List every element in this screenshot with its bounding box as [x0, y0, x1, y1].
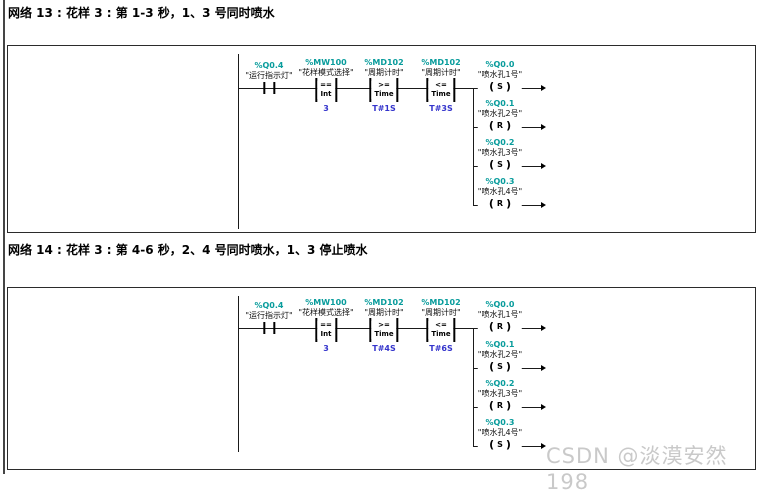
operand-address: %Q0.2	[485, 379, 515, 388]
operand-value: 3	[323, 104, 329, 113]
operand-address: %MD102	[421, 298, 461, 307]
operand-address: %Q0.1	[485, 99, 515, 108]
operand-value: 3	[323, 344, 329, 353]
pane-divider	[3, 0, 5, 474]
set-coil-symbol: (S)	[477, 80, 523, 93]
wire-end-arrow	[541, 365, 546, 371]
csdn-watermark: CSDN @淡漠安然198	[546, 444, 728, 494]
operand-value: T#3S	[429, 104, 453, 113]
coil-q0-1[interactable]: %Q0.1 "喷水孔2号" (S)	[477, 340, 523, 373]
operand-name: "喷水孔1号"	[477, 310, 523, 319]
operand-address: %Q0.1	[485, 340, 515, 349]
operand-name: "喷水孔2号"	[477, 350, 523, 359]
compare-symbol: == Int	[298, 78, 353, 102]
compare-symbol: >= Time	[364, 78, 403, 102]
compare-symbol: <= Time	[421, 318, 460, 342]
no-contact-symbol	[245, 81, 292, 94]
coil-q0-1[interactable]: %Q0.1 "喷水孔2号" (R)	[477, 99, 523, 132]
reset-coil-symbol: (R)	[477, 399, 523, 412]
branch-wire	[473, 88, 474, 206]
compare-eq-int[interactable]: %MW100 "花样模式选择" == Int 3	[298, 298, 353, 354]
operand-name: "喷水孔1号"	[477, 70, 523, 79]
operand-address: %MD102	[364, 298, 404, 307]
set-coil-symbol: (S)	[477, 158, 523, 171]
wire-end-arrow	[541, 85, 546, 91]
reset-coil-symbol: (R)	[477, 197, 523, 210]
compare-symbol: >= Time	[364, 318, 403, 342]
operand-value: T#1S	[372, 104, 396, 113]
operand-value: T#6S	[429, 344, 453, 353]
operand-name: "花样模式选择"	[298, 308, 354, 317]
operand-address: %Q0.3	[485, 418, 515, 427]
compare-eq-int[interactable]: %MW100 "花样模式选择" == Int 3	[298, 58, 353, 114]
operand-address: %MD102	[364, 58, 404, 67]
set-coil-symbol: (S)	[477, 360, 523, 373]
coil-q0-2[interactable]: %Q0.2 "喷水孔3号" (R)	[477, 379, 523, 412]
coil-q0-3[interactable]: %Q0.3 "喷水孔4号" (R)	[477, 177, 523, 210]
branch-wire	[473, 328, 474, 447]
operand-name: "喷水孔3号"	[477, 148, 523, 157]
operand-address: %Q0.0	[485, 60, 515, 69]
network-14-title[interactable]: 网络 14 : 花样 3 : 第 4-6 秒，2、4 号同时喷水，1、3 停止喷…	[8, 243, 368, 257]
network-13-title[interactable]: 网络 13 : 花样 3 : 第 1-3 秒，1、3 号同时喷水	[8, 6, 275, 20]
operand-address: %Q0.0	[485, 300, 515, 309]
compare-le-time[interactable]: %MD102 "周期计时" <= Time T#6S	[421, 298, 460, 354]
reset-coil-symbol: (R)	[477, 320, 523, 333]
operand-address: %MD102	[421, 58, 461, 67]
network-13-canvas: %Q0.4 "运行指示灯" %MW100 "花样模式选择" == Int 3 %…	[7, 45, 756, 233]
operand-address: %MW100	[305, 298, 347, 307]
wire-end-arrow	[541, 202, 546, 208]
operand-name: "周期计时"	[421, 68, 461, 77]
reset-coil-symbol: (R)	[477, 119, 523, 132]
wire-end-arrow	[541, 124, 546, 130]
operand-address: %Q0.4	[254, 301, 284, 310]
coil-q0-2[interactable]: %Q0.2 "喷水孔3号" (S)	[477, 138, 523, 171]
coil-q0-0[interactable]: %Q0.0 "喷水孔1号" (S)	[477, 60, 523, 93]
operand-name: "运行指示灯"	[245, 311, 293, 320]
compare-ge-time[interactable]: %MD102 "周期计时" >= Time T#4S	[364, 298, 403, 354]
operand-address: %Q0.2	[485, 138, 515, 147]
coil-q0-3[interactable]: %Q0.3 "喷水孔4号" (S)	[477, 418, 523, 451]
contact-q0-4[interactable]: %Q0.4 "运行指示灯"	[245, 61, 293, 94]
power-rail	[238, 54, 239, 229]
set-coil-symbol: (S)	[477, 438, 523, 451]
wire-end-arrow	[541, 404, 546, 410]
operand-name: "花样模式选择"	[298, 68, 354, 77]
operand-value: T#4S	[372, 344, 396, 353]
operand-address: %MW100	[305, 58, 347, 67]
network-14-canvas: %Q0.4 "运行指示灯" %MW100 "花样模式选择" == Int 3 %…	[7, 287, 756, 470]
operand-address: %Q0.3	[485, 177, 515, 186]
operand-name: "周期计时"	[421, 308, 461, 317]
wire-end-arrow	[541, 325, 546, 331]
coil-q0-0[interactable]: %Q0.0 "喷水孔1号" (R)	[477, 300, 523, 333]
operand-address: %Q0.4	[254, 61, 284, 70]
no-contact-symbol	[245, 321, 292, 334]
operand-name: "周期计时"	[364, 308, 404, 317]
wire-end-arrow	[541, 443, 546, 449]
wire-end-arrow	[541, 163, 546, 169]
operand-name: "喷水孔4号"	[477, 428, 523, 437]
operand-name: "运行指示灯"	[245, 71, 293, 80]
operand-name: "周期计时"	[364, 68, 404, 77]
compare-ge-time[interactable]: %MD102 "周期计时" >= Time T#1S	[364, 58, 403, 114]
operand-name: "喷水孔4号"	[477, 187, 523, 196]
compare-symbol: == Int	[298, 318, 353, 342]
operand-name: "喷水孔3号"	[477, 389, 523, 398]
contact-q0-4[interactable]: %Q0.4 "运行指示灯"	[245, 301, 293, 334]
power-rail	[238, 296, 239, 452]
compare-le-time[interactable]: %MD102 "周期计时" <= Time T#3S	[421, 58, 460, 114]
compare-symbol: <= Time	[421, 78, 460, 102]
operand-name: "喷水孔2号"	[477, 109, 523, 118]
